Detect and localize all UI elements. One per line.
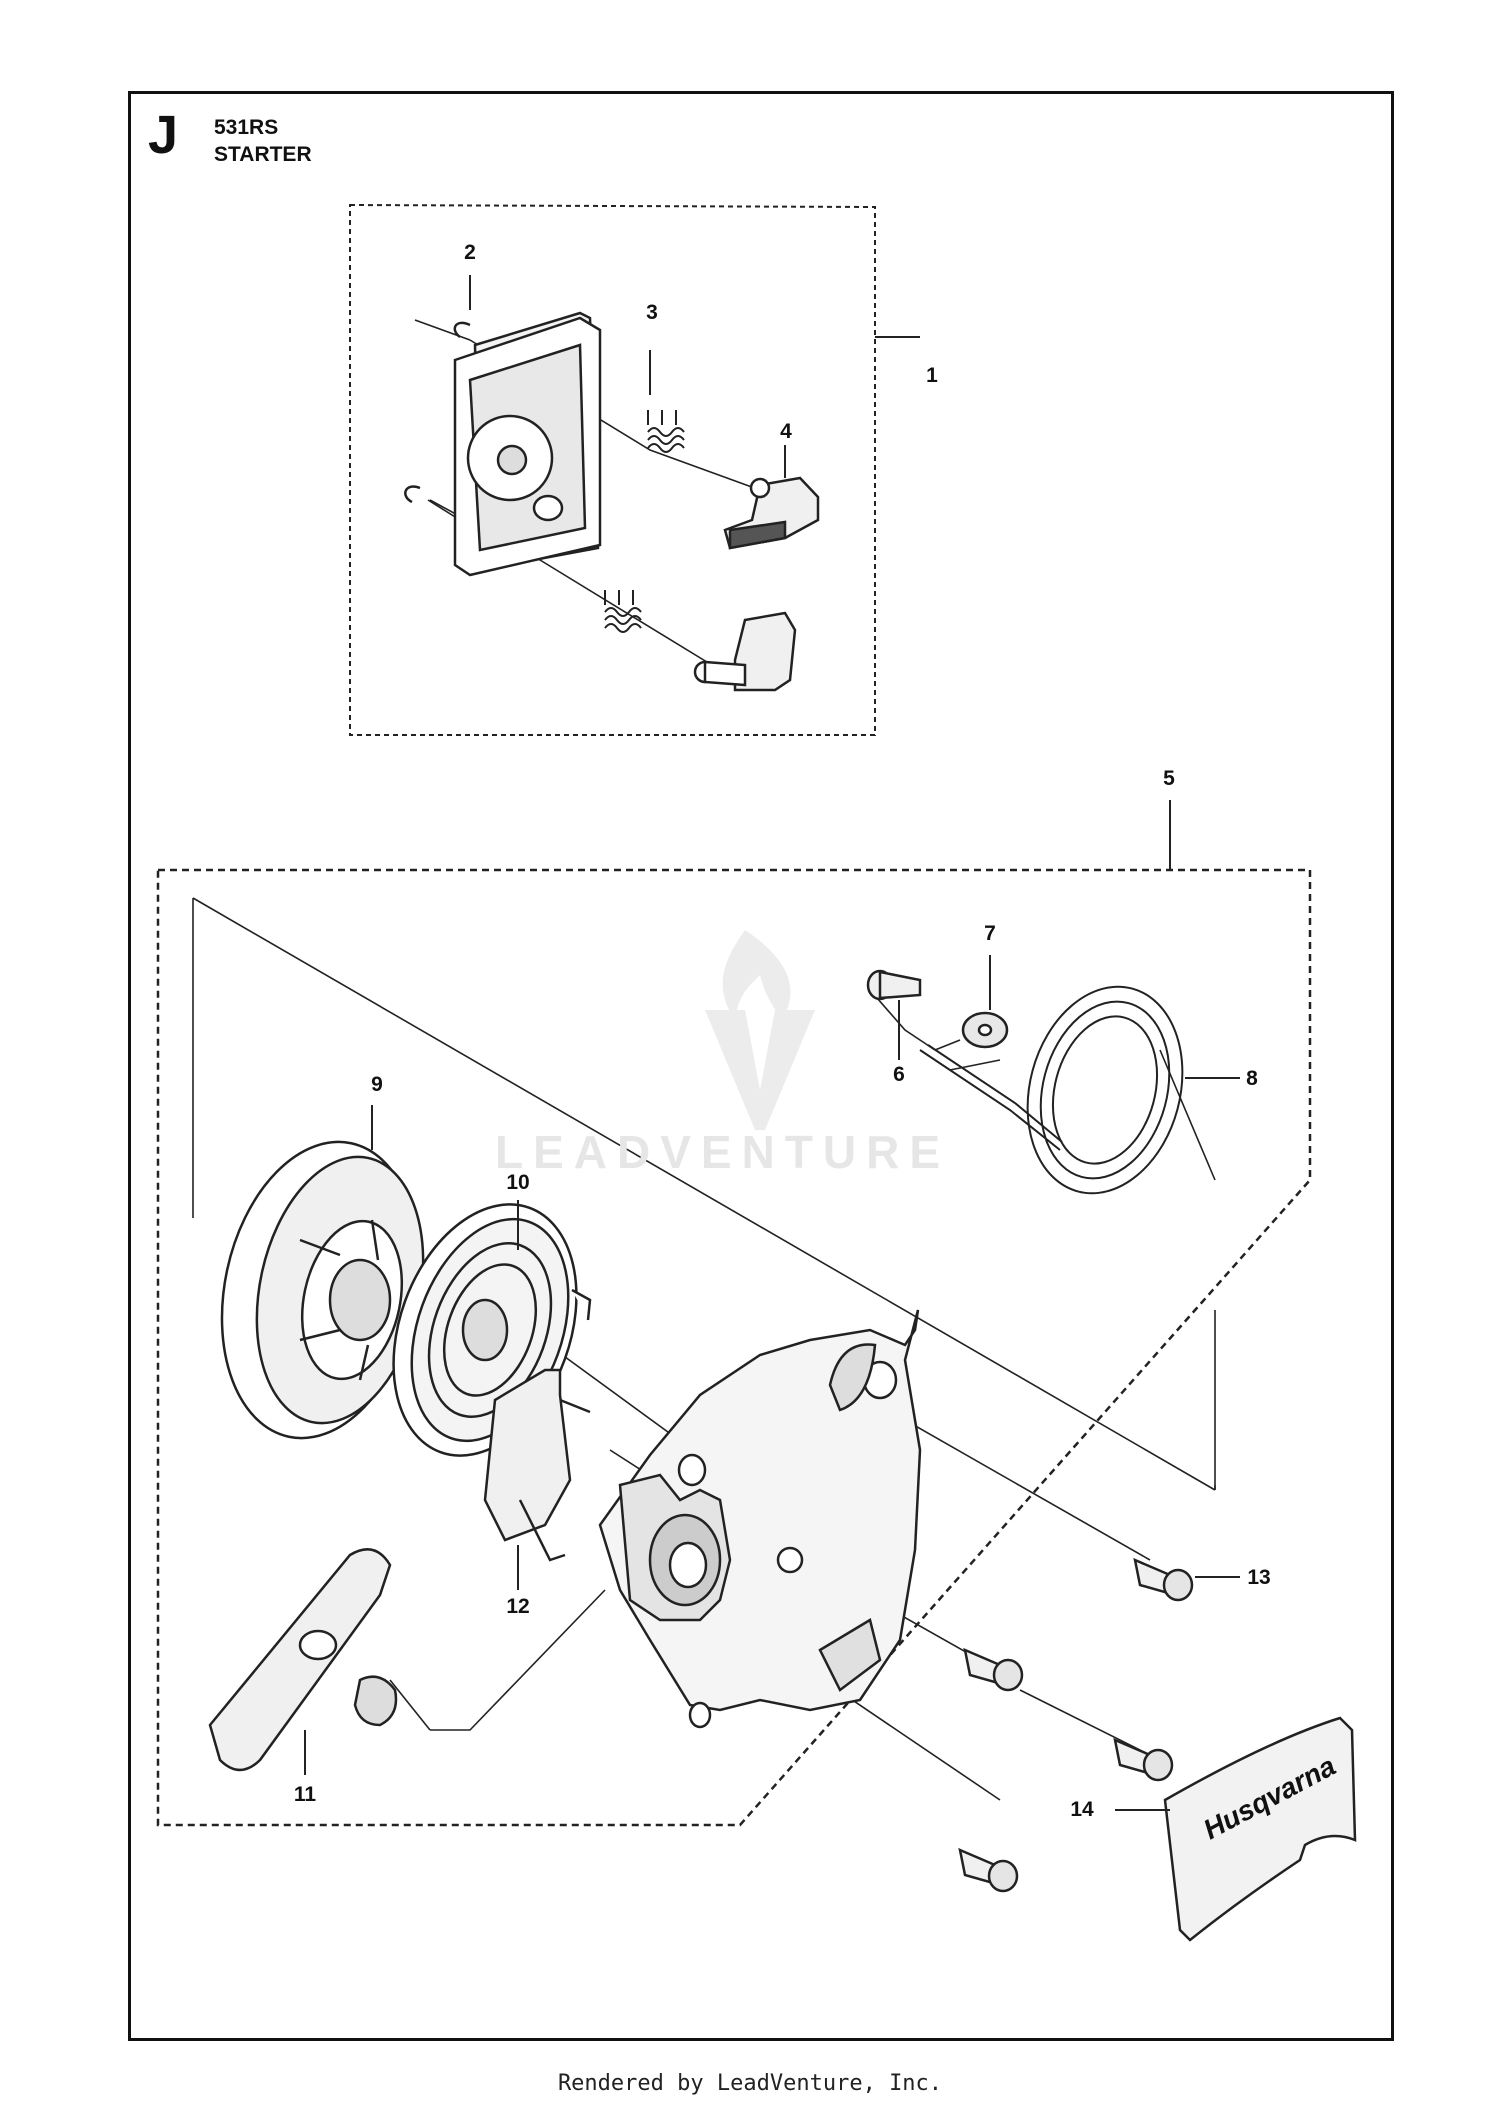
- rope-pulley: [220, 1140, 425, 1440]
- callout-label: 4: [780, 420, 792, 443]
- starter-handle: [208, 1548, 398, 1772]
- bolt-part-13: [958, 1557, 1194, 1893]
- section-letter: J: [148, 105, 179, 165]
- husqvarna-decal: [1163, 1716, 1357, 1942]
- callout-label: 5: [1163, 767, 1175, 790]
- callout-label: 14: [1070, 1798, 1094, 1821]
- pawl-part: [693, 476, 820, 692]
- callout-label: 9: [371, 1073, 383, 1096]
- group-box-1: [349, 203, 876, 736]
- callout-label: 10: [506, 1171, 530, 1194]
- watermark-logo: [705, 930, 815, 1130]
- callout-label: 8: [1246, 1067, 1258, 1090]
- callout-label: 6: [893, 1063, 905, 1086]
- callout-label: 13: [1247, 1566, 1271, 1589]
- clip-part: [404, 321, 471, 504]
- watermark-text: LEADVENTURE: [495, 1126, 951, 1178]
- washer-part: [961, 1011, 1009, 1049]
- model-number: 531RS: [214, 116, 279, 139]
- pawl-lever: [483, 1368, 591, 1562]
- callout-leaders: [304, 275, 1240, 1811]
- diagram-frame: [128, 91, 1394, 2041]
- callout-label: 3: [646, 301, 658, 324]
- callout-label: 11: [293, 1783, 317, 1806]
- callout-label: 2: [464, 241, 476, 264]
- recoil-spring-8: [919, 985, 1184, 1195]
- section-title: STARTER: [214, 143, 312, 166]
- spring-part: [604, 410, 685, 633]
- starter-housing: [598, 1309, 922, 1729]
- screw-part-6: [866, 969, 922, 1001]
- callout-label: 12: [506, 1595, 530, 1618]
- pawl-plate: [453, 311, 602, 577]
- group-box-5: [156, 868, 1312, 1827]
- footer-credit: Rendered by LeadVenture, Inc.: [557, 2071, 943, 2096]
- callout-label: 1: [926, 364, 938, 387]
- callout-label: 7: [984, 922, 996, 945]
